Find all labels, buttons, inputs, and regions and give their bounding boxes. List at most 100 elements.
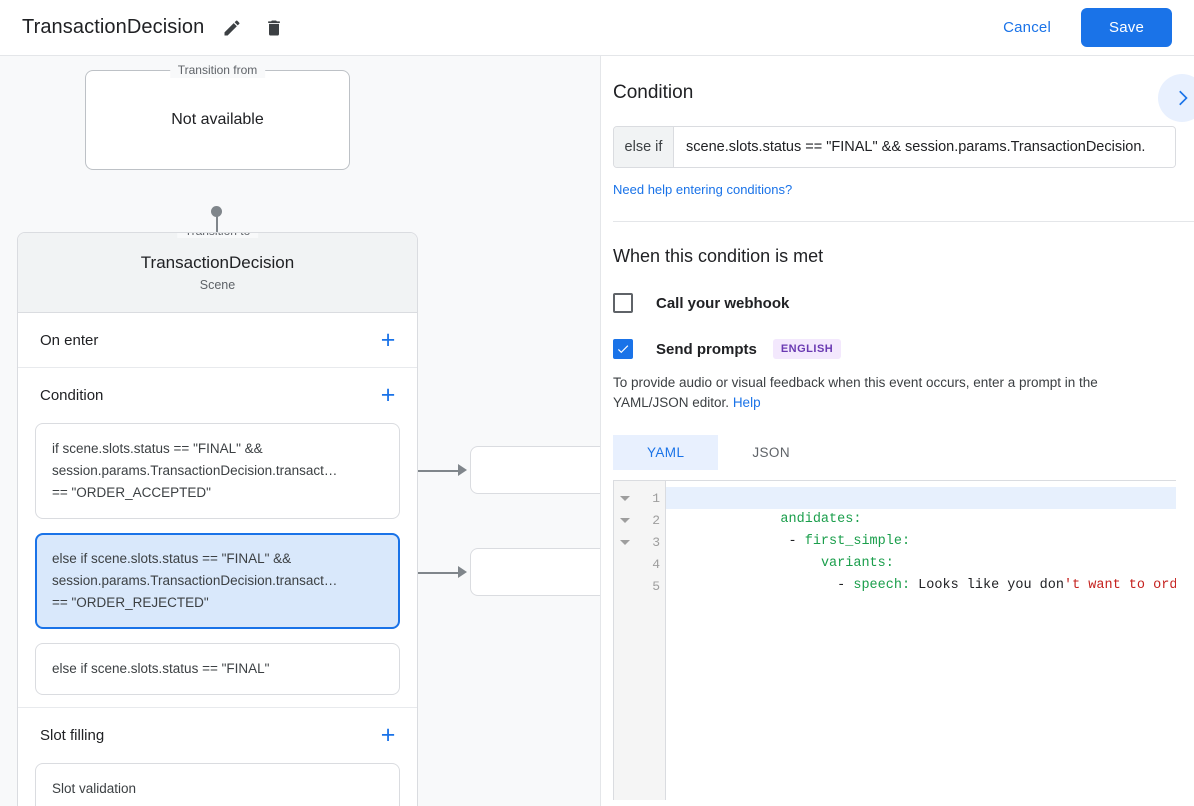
- add-slot-filling-button[interactable]: +: [380, 721, 396, 749]
- condition-line: == "ORDER_ACCEPTED": [52, 485, 211, 500]
- target-node-rejected[interactable]: [470, 548, 600, 596]
- app-header: TransactionDecision Cancel Save: [0, 0, 1194, 56]
- call-webhook-checkbox[interactable]: [613, 293, 633, 313]
- page-title: TransactionDecision: [22, 16, 205, 38]
- editor-format-tabs: YAML JSON: [613, 435, 1176, 470]
- fold-toggle-icon[interactable]: [614, 495, 636, 501]
- code-token: speech: [853, 578, 902, 593]
- editor-gutter: 1 2 3 4: [614, 481, 666, 800]
- code-token: :: [901, 578, 911, 593]
- condition-line: session.params.TransactionDecision.trans…: [52, 573, 338, 588]
- condition-prefix-label: else if: [614, 127, 674, 167]
- condition-help-link[interactable]: Need help entering conditions?: [613, 182, 793, 197]
- code-token: -: [780, 578, 854, 593]
- pencil-icon[interactable]: [218, 14, 246, 42]
- send-prompts-checkbox[interactable]: [613, 339, 633, 359]
- language-badge: ENGLISH: [772, 339, 842, 359]
- panel-heading-condition: Condition: [613, 82, 694, 103]
- cancel-button[interactable]: Cancel: [987, 10, 1067, 45]
- slot-validation-label: Slot validation: [52, 781, 137, 796]
- panel-heading-when: When this condition is met: [613, 246, 824, 266]
- code-token: -: [780, 534, 805, 549]
- section-condition: Condition +: [18, 368, 417, 423]
- code-line: andidates:: [666, 487, 1176, 527]
- gutter-row: 3: [614, 531, 665, 553]
- line-number: 3: [652, 534, 660, 550]
- save-button[interactable]: Save: [1081, 8, 1172, 47]
- fold-toggle-icon[interactable]: [614, 517, 636, 523]
- code-line: variants:: [666, 531, 1176, 571]
- prompts-hint-text: To provide audio or visual feedback when…: [613, 373, 1175, 413]
- transition-from-border: [85, 70, 350, 170]
- scene-subtitle: Scene: [199, 278, 236, 292]
- line-number: 1: [652, 490, 660, 506]
- code-token: Looks like you don: [910, 578, 1064, 593]
- code-token: [780, 556, 821, 571]
- trash-icon[interactable]: [260, 14, 288, 42]
- code-line: - speech: Looks like you don't want to o…: [666, 553, 1176, 593]
- panel-when-section: When this condition is met Call your web…: [601, 222, 1194, 800]
- transition-from-value: Not available: [171, 111, 264, 128]
- condition-card-rejected[interactable]: else if scene.slots.status == "FINAL" &&…: [35, 533, 400, 629]
- scene-title: TransactionDecision: [140, 253, 295, 272]
- fold-toggle-icon[interactable]: [614, 539, 636, 545]
- editor-code-area[interactable]: andidates: - first_simple: variants: - s…: [666, 481, 1176, 800]
- line-number: 4: [652, 556, 660, 572]
- section-slot-filling: Slot filling +: [18, 708, 417, 763]
- send-prompts-label: Send prompts: [656, 340, 757, 358]
- prompts-hint-body: To provide audio or visual feedback when…: [613, 375, 1098, 410]
- code-line: - first_simple:: [666, 509, 1176, 549]
- prompts-help-link[interactable]: Help: [732, 395, 761, 410]
- condition-input-row: else if: [613, 126, 1176, 168]
- slot-filling-list: Slot validation: [18, 763, 417, 806]
- condition-card-final[interactable]: else if scene.slots.status == "FINAL": [35, 643, 400, 695]
- webhook-row[interactable]: Call your webhook: [613, 293, 1176, 313]
- code-token: variants: [820, 556, 886, 571]
- code-token: 't want to order anyt: [1064, 578, 1176, 593]
- condition-list: if scene.slots.status == "FINAL" && sess…: [18, 423, 417, 708]
- condition-card-accepted[interactable]: if scene.slots.status == "FINAL" && sess…: [35, 423, 400, 519]
- line-number: 5: [652, 578, 660, 594]
- transition-from-body: Not available: [85, 70, 350, 170]
- code-token: :: [885, 556, 894, 571]
- add-on-enter-button[interactable]: +: [380, 325, 396, 354]
- line-number: 2: [652, 512, 660, 528]
- condition-line: session.params.TransactionDecision.trans…: [52, 463, 338, 478]
- detail-panel: Condition else if Need help entering con…: [600, 56, 1194, 806]
- call-webhook-label: Call your webhook: [656, 294, 790, 312]
- panel-divider: [613, 221, 1194, 222]
- code-token: andidates: [780, 512, 854, 527]
- connector-line-cond-2: [398, 572, 460, 574]
- condition-expression-input[interactable]: [674, 127, 1175, 167]
- section-on-enter: On enter +: [18, 313, 417, 368]
- code-token: first_simple: [804, 534, 902, 549]
- target-node-accepted[interactable]: [470, 446, 600, 494]
- panel-condition-section: Condition else if Need help entering con…: [601, 56, 1194, 222]
- connector-arrowhead-cond-1: [458, 464, 467, 476]
- slot-validation-card[interactable]: Slot validation: [35, 763, 400, 806]
- scene-card: Transition to TransactionDecision Scene …: [17, 232, 418, 806]
- body-wrapper: Not available Transition from T: [0, 56, 1194, 806]
- gutter-row: 1: [614, 487, 665, 509]
- send-prompts-row[interactable]: Send prompts ENGLISH: [613, 339, 1176, 359]
- condition-line: else if scene.slots.status == "FINAL" &&: [52, 551, 292, 566]
- gutter-row: 2: [614, 509, 665, 531]
- code-token: :: [901, 534, 911, 549]
- connector-line-cond-1: [398, 470, 460, 472]
- chevron-right-icon[interactable]: [1158, 74, 1194, 122]
- transition-to-box: Transition to TransactionDecision Scene: [18, 233, 417, 313]
- connector-arrowhead-cond-2: [458, 566, 467, 578]
- tab-yaml[interactable]: YAML: [613, 435, 719, 470]
- gutter-row: 4: [614, 553, 665, 575]
- tab-json[interactable]: JSON: [752, 445, 790, 460]
- transition-from-box: Not available Transition from: [85, 62, 350, 170]
- section-title-on-enter: On enter: [40, 331, 99, 349]
- yaml-editor[interactable]: 1 2 3 4: [613, 480, 1176, 800]
- flow-canvas: Not available Transition from T: [0, 56, 600, 806]
- condition-line: == "ORDER_REJECTED": [52, 595, 209, 610]
- add-condition-button[interactable]: +: [380, 381, 396, 409]
- section-title-slot-filling: Slot filling: [40, 727, 105, 744]
- gutter-row: 5: [614, 575, 665, 597]
- condition-line: else if scene.slots.status == "FINAL": [52, 661, 270, 676]
